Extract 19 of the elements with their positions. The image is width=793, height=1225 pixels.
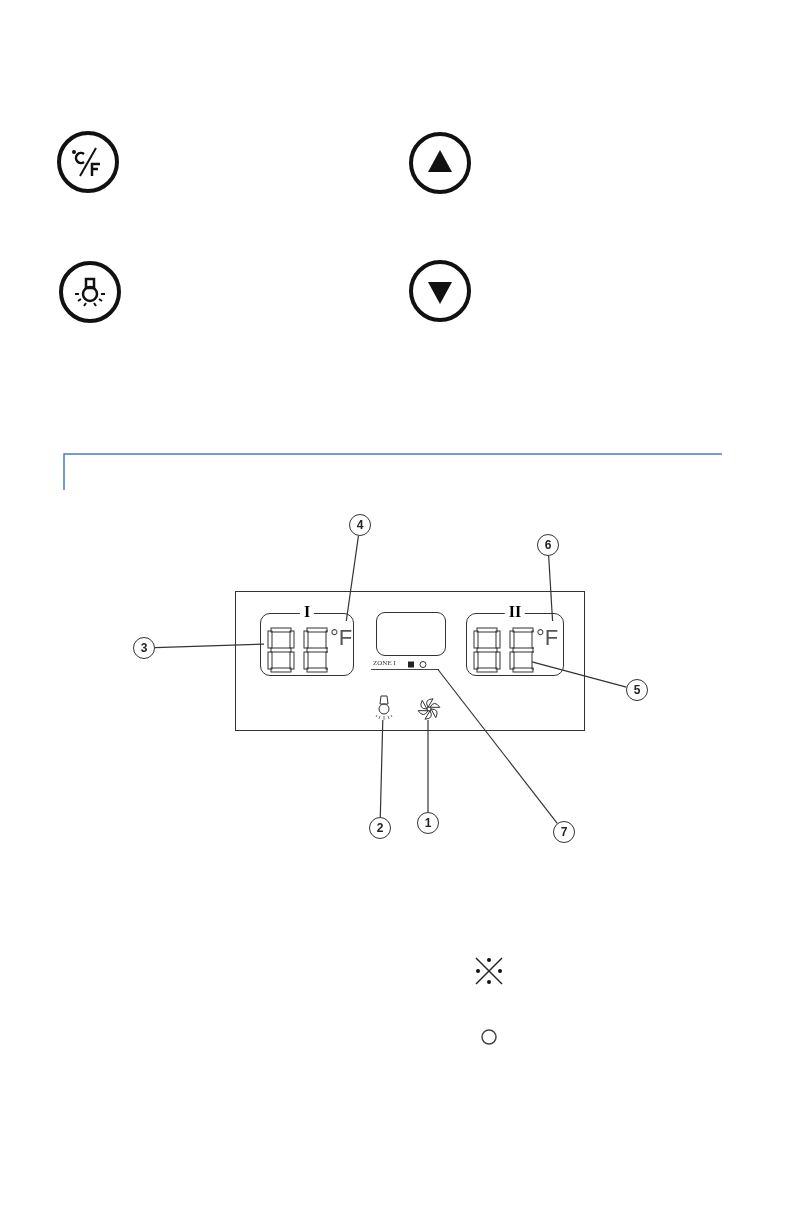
callout-number: 4 xyxy=(349,514,371,536)
leader-line xyxy=(379,719,384,818)
callout-number: 2 xyxy=(369,817,391,839)
zone-indicator xyxy=(371,660,439,670)
control-panel xyxy=(235,591,585,731)
callout-number: 5 xyxy=(626,679,648,701)
leader-line xyxy=(548,555,554,622)
temperature-unit-label: °F xyxy=(536,623,562,657)
leader-line xyxy=(427,719,429,813)
leader-line xyxy=(345,535,360,622)
callout-number: 6 xyxy=(537,534,559,556)
leader-line xyxy=(436,668,558,824)
blank-screen xyxy=(376,612,446,656)
temperature-unit-label: °F xyxy=(330,623,354,657)
callout-number: 1 xyxy=(417,812,439,834)
callout-number: 7 xyxy=(553,821,575,843)
leader-line xyxy=(154,643,265,649)
callout-number: 3 xyxy=(133,637,155,659)
leader-line xyxy=(531,661,627,688)
